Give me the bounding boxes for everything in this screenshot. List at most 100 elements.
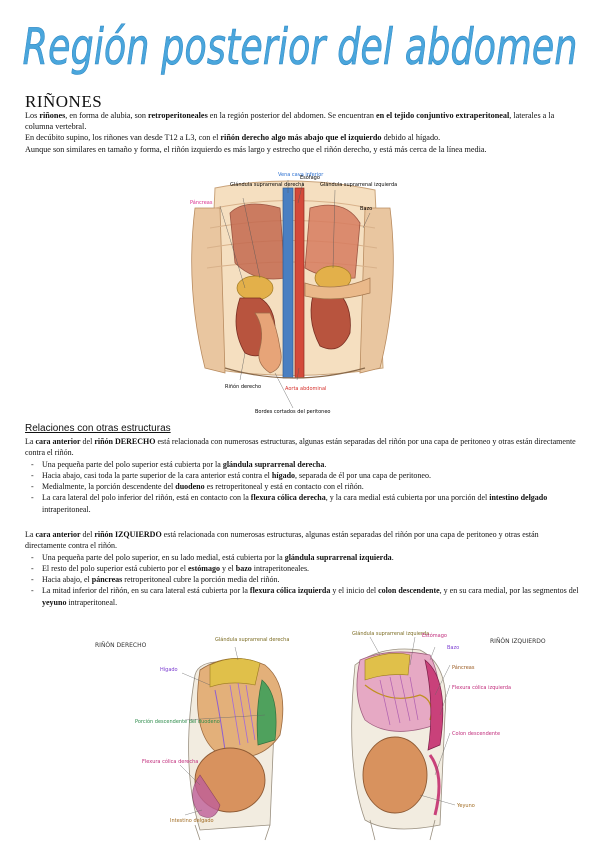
intro-p3: Aunque son similares en tamaño y forma, … bbox=[25, 144, 487, 154]
list-item: Hacia abajo, casi toda la parte superior… bbox=[25, 470, 580, 482]
bold-text: flexura cólica izquierda bbox=[249, 586, 331, 596]
label-pancreas: Páncreas bbox=[452, 664, 475, 671]
text: El resto del polo superior está cubierto… bbox=[42, 563, 188, 573]
list-item: La cara lateral del polo inferior del ri… bbox=[25, 492, 580, 515]
text: Una pequeña parte del polo superior está… bbox=[42, 459, 223, 469]
left-intro: La cara anterior del riñón IZQUIERDO est… bbox=[25, 529, 580, 552]
intro-p1: Los riñones, en forma de alubia, son ret… bbox=[25, 110, 580, 132]
text: , laterales a la columna vertebral. bbox=[25, 111, 555, 132]
label-flexura-izquierda: Flexura cólica izquierda bbox=[452, 684, 511, 691]
left-list: Una pequeña parte del polo superior, en … bbox=[25, 552, 580, 608]
text: , y la cara medial está cubierta por una… bbox=[325, 493, 490, 503]
bold-text: cara anterior bbox=[35, 437, 81, 446]
text: La mitad inferior del riñón, en su cara … bbox=[42, 586, 250, 596]
text: y el inicio del bbox=[330, 586, 379, 596]
right-kidney-title: RIÑÓN DERECHO bbox=[95, 642, 147, 649]
label-estomago: Estómago bbox=[422, 632, 447, 639]
bold-text: yeyuno bbox=[42, 597, 67, 607]
right-kidney-relations: La cara anterior del riñón DERECHO está … bbox=[25, 436, 580, 515]
intro-paragraphs: Los riñones, en forma de alubia, son ret… bbox=[25, 110, 580, 155]
right-intro: La cara anterior del riñón DERECHO está … bbox=[25, 436, 580, 459]
text: Hacia abajo, casi toda la parte superior… bbox=[42, 470, 272, 480]
label-bazo: Bazo bbox=[447, 645, 459, 651]
label-duodeno: Porción descendente del duodeno bbox=[135, 718, 220, 725]
bold-text: riñón derecho algo más abajo que el izqu… bbox=[220, 133, 382, 143]
bold-text: glándula suprarrenal izquierda bbox=[284, 552, 392, 562]
text: debido al hígado. bbox=[381, 133, 441, 143]
bold-text: colon descendente bbox=[378, 586, 440, 596]
bold-text: hígado bbox=[271, 470, 296, 480]
relations-heading: Relaciones con otras estructuras bbox=[25, 423, 171, 434]
figure1-svg: Glándula suprarrenal derecha Vena cava i… bbox=[185, 168, 400, 418]
label-glandula-derecha: Glándula suprarrenal derecha bbox=[215, 636, 289, 643]
text: en la región posterior del abdomen. Se e… bbox=[207, 111, 376, 120]
bold-text: bazo bbox=[235, 563, 252, 573]
label-glandula-derecha: Glándula suprarrenal derecha bbox=[230, 181, 304, 188]
text: Medialmente, la porción descendente del bbox=[42, 482, 176, 492]
list-item: Medialmente, la porción descendente del … bbox=[25, 481, 580, 493]
label-higado: Hígado bbox=[160, 666, 178, 673]
list-item: Una pequeña parte del polo superior está… bbox=[25, 459, 580, 471]
label-rinon-derecho: Riñón derecho bbox=[225, 383, 261, 390]
section-heading: RIÑONES bbox=[25, 92, 103, 111]
bold-text: páncreas bbox=[91, 575, 123, 585]
left-kidney-relations: La cara anterior del riñón IZQUIERDO est… bbox=[25, 529, 580, 608]
bold-text: duodeno bbox=[175, 482, 205, 492]
label-flexura-derecha: Flexura cólica derecha bbox=[142, 758, 198, 765]
text: . bbox=[391, 552, 394, 562]
bold-text: intestino delgado bbox=[489, 493, 548, 503]
text: Una pequeña parte del polo superior, en … bbox=[42, 552, 285, 562]
label-vena-cava: Vena cava inferior bbox=[278, 172, 324, 178]
text: Los bbox=[25, 111, 40, 120]
label-glandula-izquierda: Glándula suprarrenal izquierda bbox=[352, 630, 429, 637]
bold-text: riñones bbox=[39, 111, 66, 120]
list-item: El resto del polo superior está cubierto… bbox=[25, 563, 580, 575]
label-aorta: Aorta abdominal bbox=[285, 386, 326, 392]
label-glandula-izquierda: Glándula suprarrenal izquierda bbox=[320, 181, 397, 188]
page-title: Región posterior del abdomen bbox=[23, 18, 578, 76]
label-yeyuno: Yeyuno bbox=[456, 803, 475, 809]
list-item: Una pequeña parte del polo superior, en … bbox=[25, 552, 580, 564]
figure2-svg: RIÑÓN DERECHO RIÑÓN IZQUIERDO bbox=[95, 630, 546, 841]
bold-text: en el tejido conjuntivo extraperitoneal bbox=[376, 111, 510, 120]
text: intraperitoneales. bbox=[251, 563, 310, 573]
right-list: Una pequeña parte del polo superior está… bbox=[25, 459, 580, 515]
figure-posterior-abdomen: Glándula suprarrenal derecha Vena cava i… bbox=[185, 168, 400, 418]
text: , separada de él por una capa de periton… bbox=[295, 470, 431, 480]
text: intraperitoneal. bbox=[42, 504, 91, 514]
text: La bbox=[25, 437, 36, 446]
bold-text: estómago bbox=[187, 563, 220, 573]
text: del bbox=[80, 437, 95, 446]
text: En decúbito supino, los riñones van desd… bbox=[25, 133, 221, 143]
bold-text: glándula suprarrenal derecha bbox=[222, 459, 325, 469]
text: . bbox=[324, 459, 327, 469]
bold-text: riñón IZQUIERDO bbox=[94, 530, 162, 539]
text: del bbox=[80, 530, 95, 539]
figure-kidney-relations: RIÑÓN DERECHO RIÑÓN IZQUIERDO bbox=[90, 625, 580, 845]
label-bordes-peritoneo: Bordes cortados del peritoneo bbox=[255, 409, 330, 415]
label-colon-descendente: Colon descendente bbox=[452, 731, 500, 737]
list-item: La mitad inferior del riñón, en su cara … bbox=[25, 585, 580, 608]
label-pancreas: Páncreas bbox=[190, 199, 213, 206]
text: retroperitoneal cubre la porción media d… bbox=[122, 575, 280, 585]
text: está relacionada con numerosas estructur… bbox=[25, 530, 539, 551]
left-kidney-title: RIÑÓN IZQUIERDO bbox=[490, 638, 546, 645]
bold-text: retroperitoneales bbox=[148, 111, 208, 120]
bold-text: flexura cólica derecha bbox=[250, 493, 326, 503]
list-item: Hacia abajo, el páncreas retroperitoneal… bbox=[25, 574, 580, 586]
text: , en forma de alubia, son bbox=[65, 111, 149, 120]
text: La bbox=[25, 530, 36, 539]
label-intestino: Intestino delgado bbox=[170, 818, 214, 824]
intro-p2: En decúbito supino, los riñones van desd… bbox=[25, 132, 580, 143]
text: es retroperitoneal y está en contacto co… bbox=[204, 482, 364, 492]
page-title-banner: Región posterior del abdomen bbox=[18, 6, 583, 82]
bold-text: cara anterior bbox=[35, 530, 81, 539]
text: y el bbox=[219, 563, 236, 573]
label-bazo: Bazo bbox=[360, 206, 372, 212]
text: intraperitoneal. bbox=[66, 597, 118, 607]
text: , y en su cara medial, por las segmentos… bbox=[439, 586, 579, 596]
title-svg: Región posterior del abdomen bbox=[22, 18, 578, 77]
text: La cara lateral del polo inferior del ri… bbox=[42, 493, 251, 503]
text: Hacia abajo, el bbox=[42, 575, 92, 585]
label-esofago: Esófago bbox=[300, 174, 320, 181]
